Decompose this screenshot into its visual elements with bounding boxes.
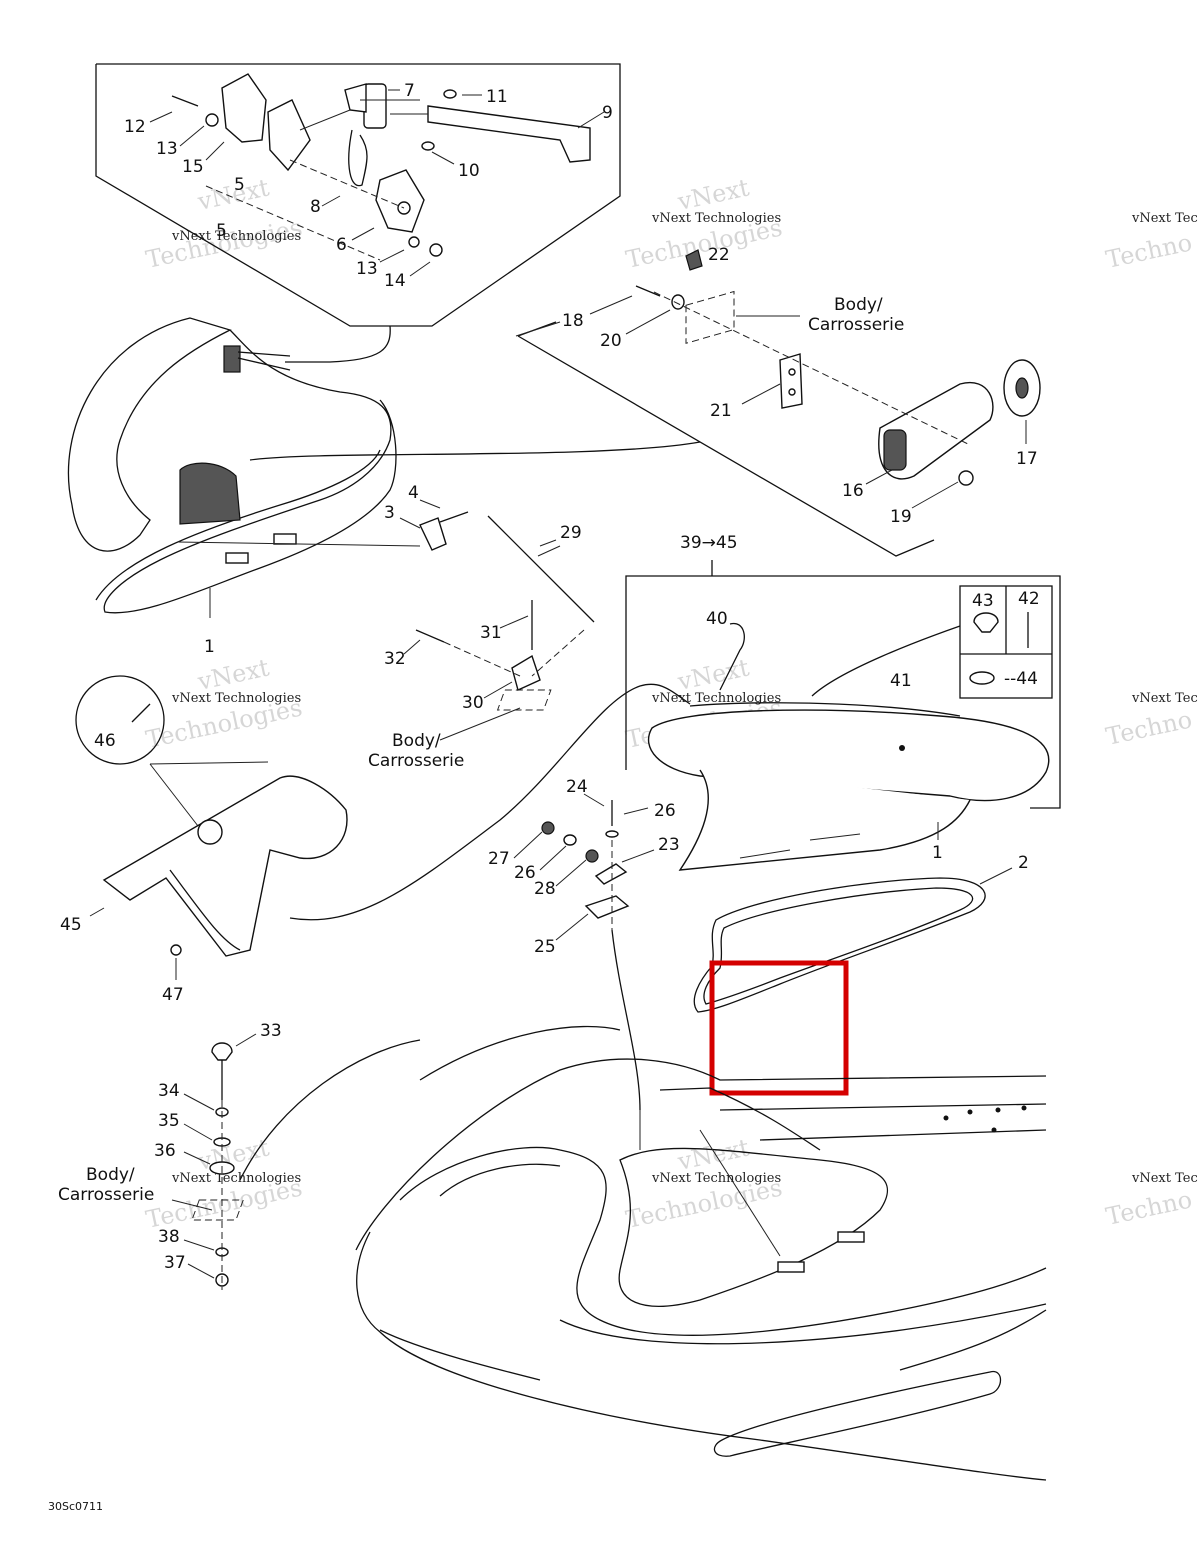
drawing-code: 30Sc0711 bbox=[48, 1500, 103, 1513]
callout-6: 6 bbox=[336, 235, 347, 255]
svg-text:vNext Technologies: vNext Technologies bbox=[651, 1171, 781, 1186]
callout-39-45: 39→45 bbox=[680, 533, 738, 553]
svg-text:vNext: vNext bbox=[194, 653, 272, 696]
body-label-middle-fr: Carrosserie bbox=[368, 751, 464, 771]
callout-3: 3 bbox=[384, 503, 395, 523]
leader-lines bbox=[89, 89, 1027, 1279]
latch-detail-frame bbox=[95, 63, 621, 363]
latch-parts bbox=[171, 73, 591, 261]
svg-text:vNext Technologies: vNext Technologies bbox=[651, 691, 781, 706]
svg-text:vNext Technologies: vNext Technologies bbox=[651, 211, 781, 226]
callout-35: 35 bbox=[158, 1111, 180, 1131]
callout-27: 27 bbox=[488, 849, 510, 869]
svg-text:vNext: vNext bbox=[674, 1133, 752, 1176]
callout-11: 11 bbox=[486, 87, 508, 107]
watermarks: vNext Technologies vNext Technologies vN… bbox=[143, 173, 1197, 1233]
callout-labels: 7 11 9 12 13 15 5 10 8 5 6 13 14 22 18 2… bbox=[60, 81, 1040, 1273]
bracket-30 bbox=[415, 600, 585, 741]
watermark: vNext Technologies vNext Technologies bbox=[143, 653, 304, 753]
callout-17: 17 bbox=[1016, 449, 1038, 469]
callout-19: 19 bbox=[890, 507, 912, 527]
callout-21: 21 bbox=[710, 401, 732, 421]
callout-24: 24 bbox=[566, 777, 588, 797]
watermark: vNext Technologies vNext Technologies bbox=[623, 173, 784, 273]
callout-26: 26 bbox=[654, 801, 676, 821]
callout-10: 10 bbox=[458, 161, 480, 181]
callout-41: 41 bbox=[890, 671, 912, 691]
callout-34: 34 bbox=[158, 1081, 180, 1101]
callout-18: 18 bbox=[562, 311, 584, 331]
callout-9: 9 bbox=[602, 103, 613, 123]
callout-45: 45 bbox=[60, 915, 82, 935]
seat-upper bbox=[67, 317, 701, 618]
callout-4: 4 bbox=[408, 483, 419, 503]
leader-curve bbox=[289, 683, 691, 921]
svg-text:Techno: Techno bbox=[1103, 705, 1194, 751]
body-label-lower: Body/ bbox=[86, 1165, 135, 1185]
callout-30: 30 bbox=[462, 693, 484, 713]
callout-38: 38 bbox=[158, 1227, 180, 1247]
callout-14: 14 bbox=[384, 271, 406, 291]
callout-44: --44 bbox=[1004, 669, 1038, 689]
svg-text:vNext: vNext bbox=[674, 653, 752, 696]
callout-33: 33 bbox=[260, 1021, 282, 1041]
callout-8: 8 bbox=[310, 197, 321, 217]
knob-parts bbox=[515, 249, 1041, 486]
callout-25: 25 bbox=[534, 937, 556, 957]
prop-rod bbox=[177, 511, 595, 623]
callout-36: 36 bbox=[154, 1141, 176, 1161]
callout-1b: 1 bbox=[932, 843, 943, 863]
hardware-23-28 bbox=[541, 800, 641, 1111]
callout-29: 29 bbox=[560, 523, 582, 543]
callout-37: 37 bbox=[164, 1253, 186, 1273]
watermark: vNext Technologies vNext Technologies bbox=[623, 1133, 784, 1233]
seat-kit-frame bbox=[625, 560, 1061, 809]
callout-46: 46 bbox=[94, 731, 116, 751]
svg-text:vNext Tec: vNext Tec bbox=[1131, 211, 1198, 226]
callout-15: 15 bbox=[182, 157, 204, 177]
callout-5: 5 bbox=[234, 175, 245, 195]
callout-23: 23 bbox=[658, 835, 680, 855]
callout-2: 2 bbox=[1018, 853, 1029, 873]
callout-26b: 26 bbox=[514, 863, 536, 883]
callout-5b: 5 bbox=[216, 221, 227, 241]
callout-42: 42 bbox=[1018, 589, 1040, 609]
body-label-middle: Body/ bbox=[392, 731, 441, 751]
seat-cushion bbox=[647, 622, 1050, 871]
svg-text:vNext Tec: vNext Tec bbox=[1131, 1171, 1198, 1186]
body-label-upper: Body/ bbox=[834, 295, 883, 315]
callout-1: 1 bbox=[204, 637, 215, 657]
callout-20: 20 bbox=[600, 331, 622, 351]
hull bbox=[355, 1025, 1047, 1481]
callout-13: 13 bbox=[156, 139, 178, 159]
callout-47: 47 bbox=[162, 985, 184, 1005]
callout-22: 22 bbox=[708, 245, 730, 265]
hardware-33-38 bbox=[171, 1039, 421, 1290]
callout-43: 43 bbox=[972, 591, 994, 611]
body-label-upper-fr: Carrosserie bbox=[808, 315, 904, 335]
callout-12: 12 bbox=[124, 117, 146, 137]
callout-28: 28 bbox=[534, 879, 556, 899]
callout-40: 40 bbox=[706, 609, 728, 629]
svg-text:Techno: Techno bbox=[1103, 228, 1194, 274]
svg-text:vNext Tec: vNext Tec bbox=[1131, 691, 1198, 706]
callout-7: 7 bbox=[404, 81, 415, 101]
body-labels: Body/ Carrosserie Body/ Carrosserie Body… bbox=[58, 295, 904, 1205]
svg-text:vNext Technologies: vNext Technologies bbox=[171, 1171, 301, 1186]
highlight-box bbox=[709, 960, 849, 1096]
svg-text:vNext: vNext bbox=[674, 173, 752, 216]
svg-text:Techno: Techno bbox=[1103, 1185, 1194, 1231]
svg-text:vNext Technologies: vNext Technologies bbox=[171, 691, 301, 706]
callout-31: 31 bbox=[480, 623, 502, 643]
gasket-2 bbox=[693, 877, 986, 1013]
callout-16: 16 bbox=[842, 481, 864, 501]
knob-detail-frame bbox=[517, 321, 935, 557]
body-label-lower-fr: Carrosserie bbox=[58, 1185, 154, 1205]
bracket-45 bbox=[75, 675, 348, 957]
callout-32: 32 bbox=[384, 649, 406, 669]
watermark-edge: vNext Tec Techno vNext Tec Techno vNext … bbox=[1103, 211, 1197, 1231]
callout-13b: 13 bbox=[356, 259, 378, 279]
